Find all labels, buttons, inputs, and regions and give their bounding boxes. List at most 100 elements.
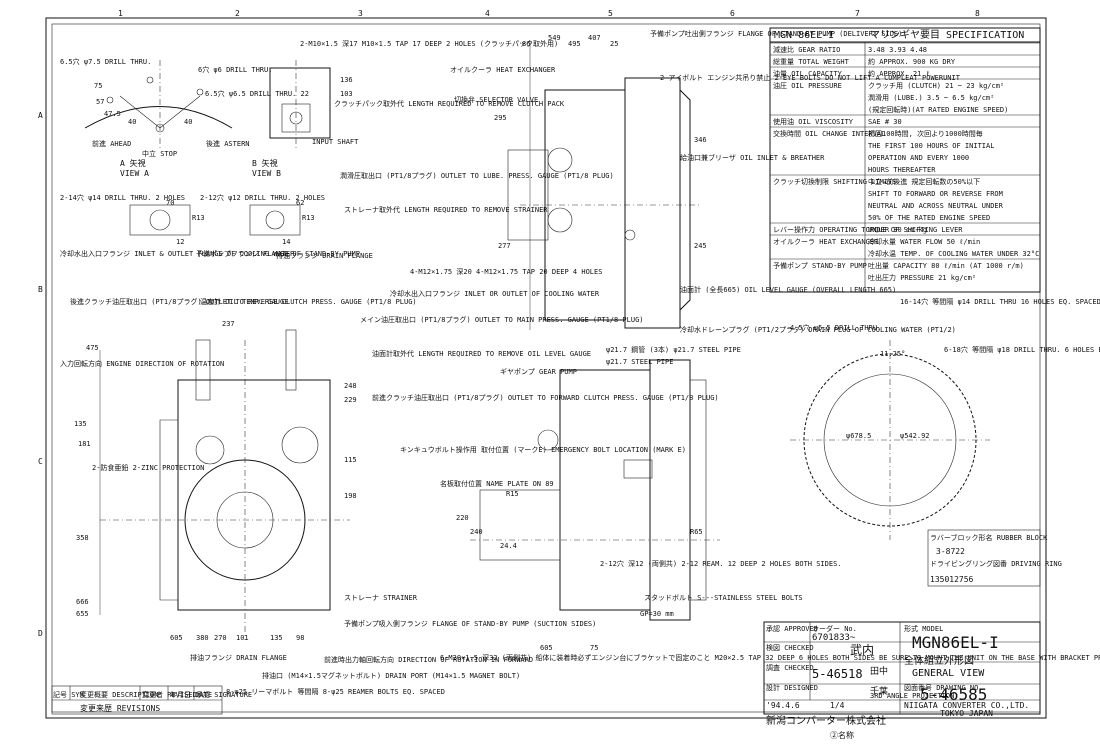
spec-row-value: UNDER 30 cm-kg bbox=[868, 226, 927, 234]
svg-text:277: 277 bbox=[498, 242, 511, 250]
drill-note-3: 6.5穴 ψ6.5 DRILL THRU. 22 bbox=[205, 89, 309, 98]
spec-row-label: 総重量 TOTAL WEIGHT bbox=[773, 57, 850, 66]
spec-row-label: レバー操作力 OPERATING TORQUE OF SHIFTING LEVE… bbox=[773, 225, 963, 234]
drain-flange-2: 排油フランジ DRAIN FLANGE bbox=[190, 653, 287, 662]
svg-text:1/4: 1/4 bbox=[830, 701, 845, 710]
svg-text:666: 666 bbox=[76, 598, 89, 606]
clutch-pack-note: クラッチパック取外代 LENGTH REQUIRED TO REMOVE CLU… bbox=[334, 99, 565, 108]
svg-text:248: 248 bbox=[344, 382, 357, 390]
col-2: 2 bbox=[235, 9, 240, 18]
svg-text:57: 57 bbox=[96, 98, 104, 106]
drain-flange-note: 排油フランジ DRAIN FLANGE bbox=[276, 251, 373, 260]
holes-6-label: 6-18穴 等間隔 ψ18 DRILL THRU. 6 HOLES EQ. SP… bbox=[944, 345, 1100, 354]
svg-text:R13: R13 bbox=[302, 214, 315, 222]
svg-text:115: 115 bbox=[344, 456, 357, 464]
svg-text:136: 136 bbox=[340, 76, 353, 84]
view-b: 2-M10×1.5 深17 M10×1.5 TAP 17 DEEP 2 HOLE… bbox=[252, 39, 565, 178]
spec-row-value: 初回100時間, 次回より1000時間毎 bbox=[868, 129, 983, 138]
svg-text:40: 40 bbox=[184, 118, 192, 126]
svg-text:605: 605 bbox=[170, 634, 183, 642]
spec-row-value: 吐出圧力 PRESSURE 21 kg/cm² bbox=[868, 273, 976, 282]
spec-row-value: (規定回転時)(AT RATED ENGINE SPEED) bbox=[868, 105, 1008, 114]
spec-row-label: 油量 OIL CAPACITY bbox=[773, 69, 843, 78]
flange-pump-label: 予備ポンプ吐出側フランジ FLANGE OF STAND-BY PUMP (DE… bbox=[650, 29, 902, 38]
flange-details: 2-14穴 ψ14 DRILL THRU. 2 HOLES 2-12穴 ψ12 … bbox=[60, 193, 373, 260]
base-note: 6-M20×1.5 深32 (両側共) 船体に装着時必ずエンジン台にブラケットで… bbox=[440, 653, 1100, 662]
column-markers: 1 2 3 4 5 6 7 8 A B C D bbox=[38, 9, 980, 638]
svg-text:605: 605 bbox=[540, 644, 553, 652]
svg-text:図面番号 DRAWING NO.: 図面番号 DRAWING NO. bbox=[904, 684, 983, 692]
driving-ring-label: ドライビングリング図番 DRIVING RING bbox=[930, 559, 1062, 568]
svg-text:103: 103 bbox=[340, 90, 353, 98]
holes-16-label: 16-14穴 等間隔 ψ14 DRILL THRU 16 HOLES EQ. S… bbox=[900, 297, 1100, 306]
svg-text:237: 237 bbox=[222, 320, 235, 328]
spec-row-label: 使用油 OIL VISCOSITY bbox=[773, 117, 854, 126]
drill-note-1: 6.5穴 ψ7.5 DRILL THRU. bbox=[60, 57, 151, 66]
drain-plug-label: 冷却水ドレーンプラグ (PT1/2プラグ) DRAIN PLUG OF COOL… bbox=[680, 325, 956, 334]
spec-row-value: HOURS THEREAFTER bbox=[868, 166, 936, 174]
svg-text:101: 101 bbox=[236, 634, 249, 642]
svg-text:6701833~: 6701833~ bbox=[812, 633, 856, 643]
svg-text:'94.4.6: '94.4.6 bbox=[766, 701, 800, 710]
lube-gauge-label: 潤滑圧取出口 (PT1/8プラグ) OUTLET TO LUBE. PRESS.… bbox=[340, 171, 614, 180]
svg-text:181: 181 bbox=[78, 440, 91, 448]
spec-row-value: 約 APPROX. 900 KG DRY bbox=[868, 57, 956, 66]
col-3: 3 bbox=[358, 9, 363, 18]
svg-text:調査 CHECKED: 調査 CHECKED bbox=[766, 663, 814, 672]
magnet-bolt-label: 排油口 (M14×1.5マグネットボルト) DRAIN PORT (M14×1.… bbox=[262, 671, 520, 680]
spec-row-label: クラッチ切換制限 SHIFTING LIMITS bbox=[773, 177, 896, 186]
remove-gauge-label: 油面計取外代 LENGTH REQUIRED TO REMOVE OIL LEV… bbox=[372, 349, 591, 358]
inner-frame bbox=[51, 23, 1041, 713]
svg-text:240: 240 bbox=[470, 528, 483, 536]
svg-text:380: 380 bbox=[196, 634, 209, 642]
reamer-label: 8-ψ25 リーマボルト 等間隔 8-ψ25 REAMER BOLTS EQ. … bbox=[226, 687, 445, 696]
col-7: 7 bbox=[855, 9, 860, 18]
spec-row-value: 冷却水量 WATER FLOW 50 ℓ/min bbox=[868, 237, 980, 246]
checked-name: 武内 bbox=[850, 643, 874, 657]
svg-text:R65: R65 bbox=[690, 528, 703, 536]
oil-gauge-label: 油面計 (全長665) OIL LEVEL GAUGE (OVERALL LEN… bbox=[680, 285, 896, 294]
view-a-sub: VIEW A bbox=[120, 169, 149, 178]
svg-text:198: 198 bbox=[344, 492, 357, 500]
svg-text:24.4: 24.4 bbox=[500, 542, 517, 550]
svg-text:3RD ANGLE PROJECTION: 3RD ANGLE PROJECTION bbox=[870, 692, 954, 700]
svg-text:47.5: 47.5 bbox=[104, 110, 121, 118]
steel-pipe-2: ψ21.7 STEEL PIPE bbox=[606, 358, 673, 366]
spec-row-label: 減速比 GEAR RATIO bbox=[773, 45, 840, 54]
svg-text:346: 346 bbox=[694, 136, 707, 144]
stop-label: 中立 STOP bbox=[142, 149, 177, 158]
svg-text:40: 40 bbox=[128, 118, 136, 126]
svg-text:475: 475 bbox=[86, 344, 99, 352]
driving-ring-view: ψ678.5 ψ542.92 11.25° 16-14穴 等間隔 ψ14 DRI… bbox=[790, 297, 1100, 587]
spec-row-value: NEUTRAL AND ACROSS NEUTRAL UNDER bbox=[868, 202, 1004, 210]
svg-text:R13: R13 bbox=[192, 214, 205, 222]
svg-text:75: 75 bbox=[94, 82, 102, 90]
emergency-label: キンキュウボルト操作用 取付位置 (マークE) EMERGENCY BOLT L… bbox=[400, 445, 686, 454]
view-a: 47.5 57 75 40 40 6.5穴 ψ7.5 DRILL THRU. 6… bbox=[60, 57, 309, 178]
name-en: GENERAL VIEW bbox=[912, 668, 985, 679]
forward-gauge-label: 前進クラッチ油圧取出口 (PT1/8プラグ) OUTLET TO FORWARD… bbox=[372, 393, 719, 402]
svg-text:変更者 REVISED: 変更者 REVISED bbox=[142, 690, 197, 699]
spec-title: マリンギヤ要目 SPECIFICATION bbox=[870, 29, 1024, 41]
svg-text:86: 86 bbox=[522, 40, 530, 48]
stainless-label: スタッドボルト S---STAINLESS STEEL BOLTS bbox=[644, 593, 803, 602]
svg-text:ψ678.5: ψ678.5 bbox=[846, 432, 871, 440]
svg-text:549: 549 bbox=[548, 34, 561, 42]
spec-row-label: オイルクーラ HEAT EXCHANGER bbox=[773, 238, 879, 246]
spec-row-value: 50% OF THE RATED ENGINE SPEED bbox=[868, 214, 990, 222]
svg-text:25: 25 bbox=[610, 40, 618, 48]
svg-text:TOKYO JAPAN: TOKYO JAPAN bbox=[940, 709, 993, 718]
svg-text:形式 MODEL: 形式 MODEL bbox=[904, 624, 943, 633]
svg-text:62: 62 bbox=[296, 199, 304, 207]
gear-pump-label: ギヤポンプ GEAR PUMP bbox=[500, 368, 577, 376]
view-a-title: A 矢視 bbox=[120, 158, 146, 168]
temp-gauge-label: 温度計 OIL TEMP. GAUGE bbox=[200, 297, 288, 306]
svg-text:407: 407 bbox=[588, 34, 601, 42]
spec-row-value: 中立→前後進 規定回転数の50%以下 bbox=[868, 177, 980, 186]
col-1: 1 bbox=[118, 9, 123, 18]
spec-row-label: 交換時間 OIL CHANGE INTERVAL bbox=[773, 129, 885, 138]
reamed-label: 2-12穴 深12 (両側共) 2-12 REAM. 12 DEEP 2 HOL… bbox=[600, 559, 842, 568]
rotation-fwd-label: 前進時出力軸回転方向 DIRECTION OF ROTATION IN FORW… bbox=[324, 655, 533, 664]
spec-row-value: クラッチ用 (CLUTCH) 21 ~ 23 kg/cm² bbox=[868, 82, 1004, 90]
